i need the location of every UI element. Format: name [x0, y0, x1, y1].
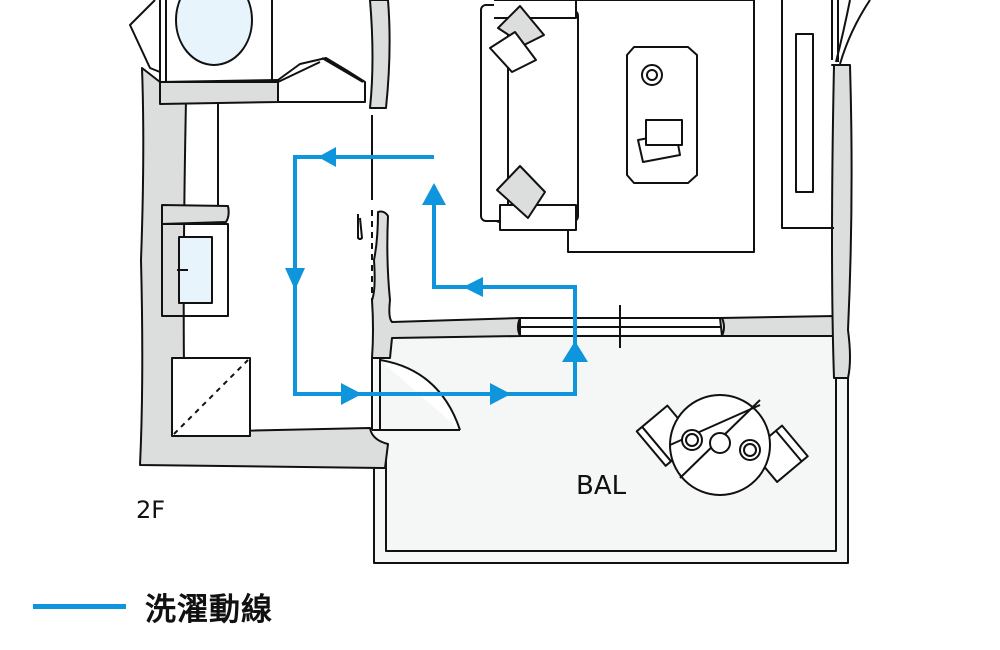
flow-arrow-up-living — [422, 183, 446, 205]
legend: 洗濯動線 — [33, 584, 273, 629]
balcony-table-set — [635, 394, 809, 496]
laundry-unit — [171, 357, 251, 437]
legend-label: 洗濯動線 — [145, 592, 273, 628]
flow-arrow-right-2 — [490, 383, 511, 405]
tv-board — [781, 0, 871, 229]
bathtub — [129, 0, 273, 82]
balcony-label: BAL — [576, 471, 627, 501]
flow-arrow-up-balcony — [562, 341, 588, 362]
flow-arrow-down — [285, 268, 305, 290]
floor-label: 2F — [136, 496, 165, 524]
laundry-flow — [293, 155, 577, 396]
washbasin-counter — [277, 57, 366, 103]
sofa — [480, 0, 755, 253]
window — [517, 305, 725, 348]
coffee-table — [626, 46, 698, 184]
flow-arrow-left-top — [318, 147, 336, 167]
walls — [139, 0, 853, 469]
balcony-outline — [373, 378, 849, 564]
toilet-room — [161, 223, 229, 317]
flow-arrow-right-1 — [341, 383, 362, 405]
legend-line-swatch — [33, 604, 126, 609]
flow-arrow-left-mid — [463, 277, 483, 297]
